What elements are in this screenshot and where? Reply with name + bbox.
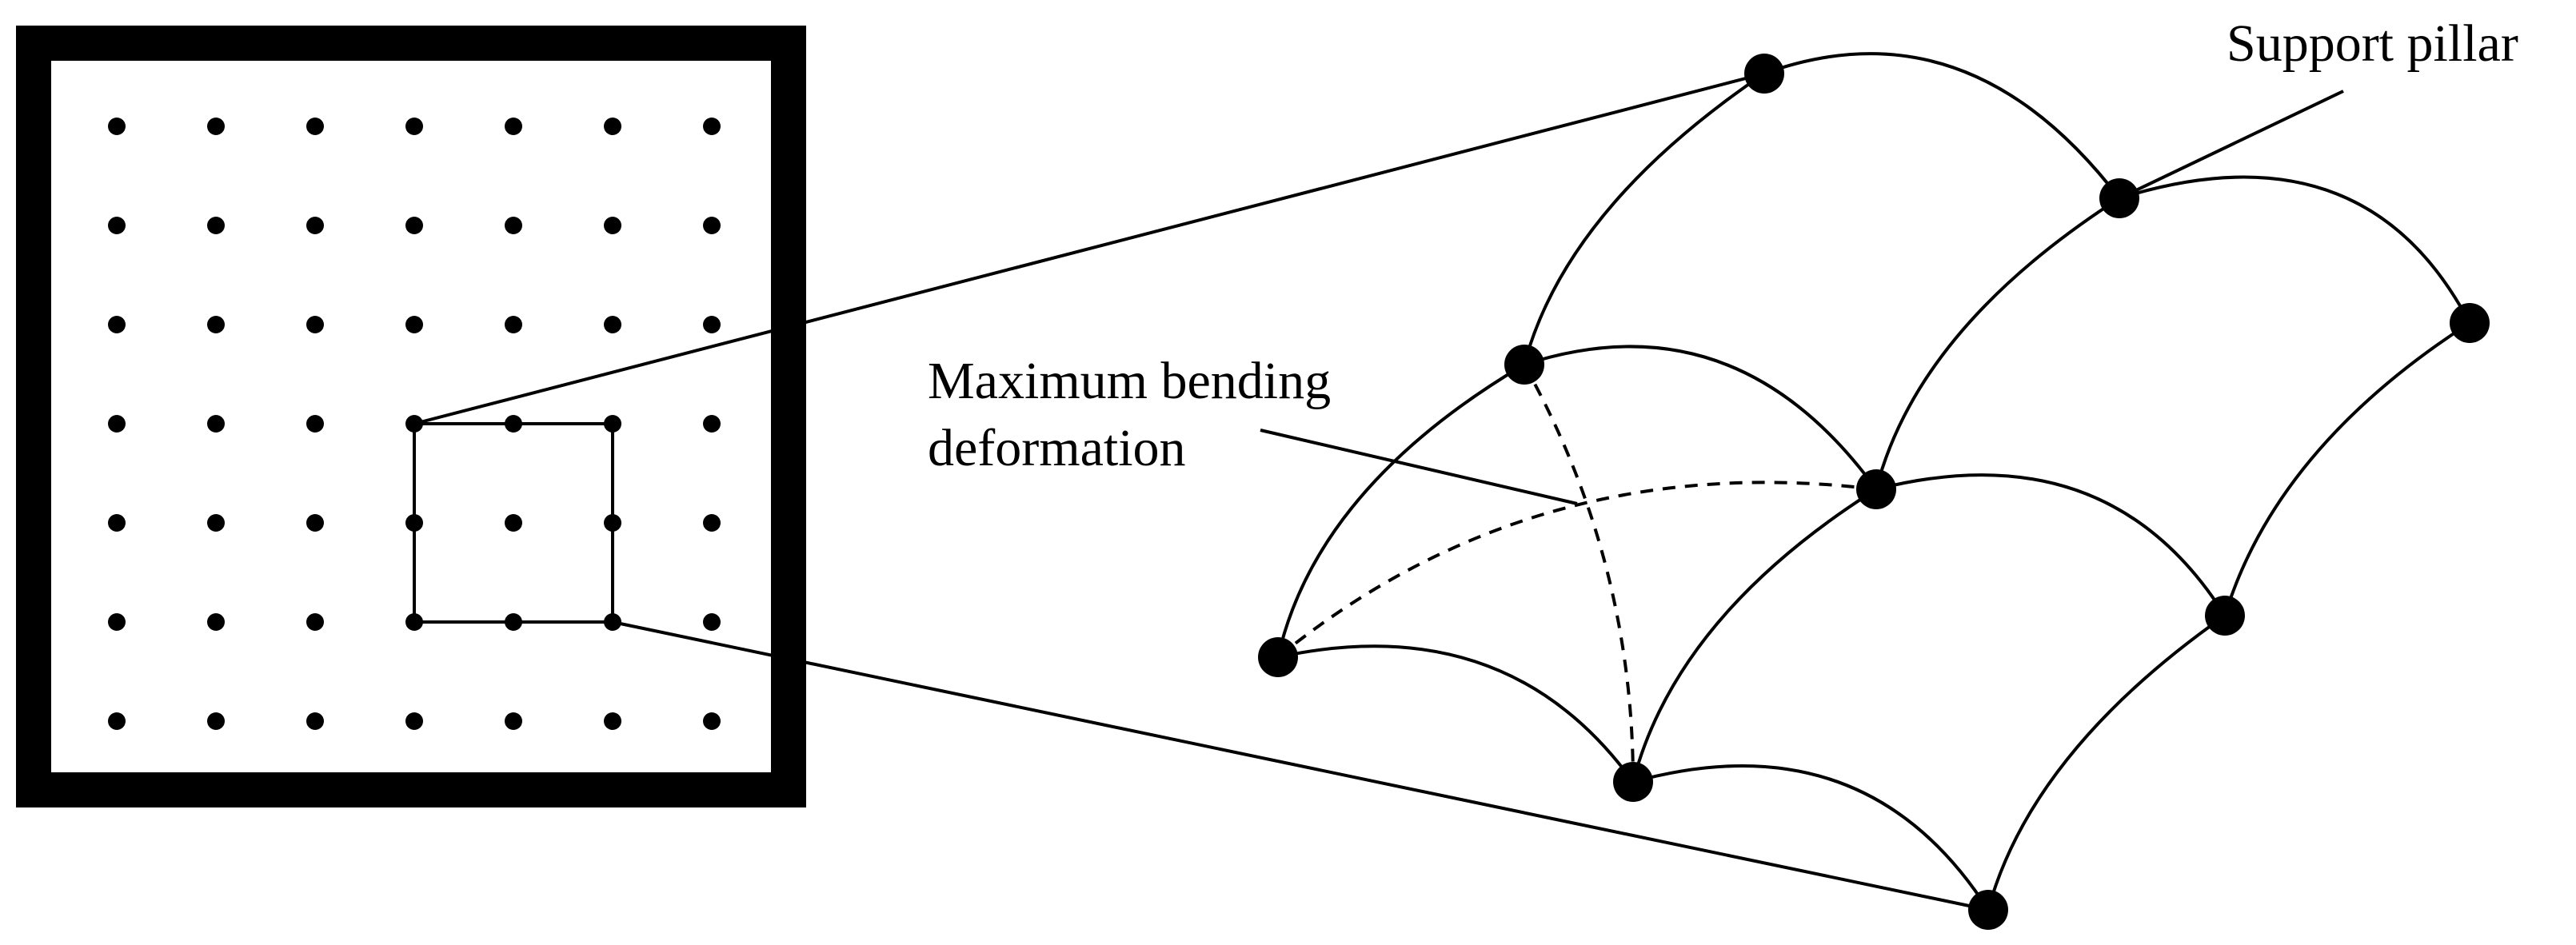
support-pillars [1258, 54, 2490, 930]
pillar-dot [306, 712, 324, 730]
projection-lines [413, 72, 1989, 911]
max-bending-leader-line [1260, 429, 1578, 505]
arch [1875, 473, 2227, 617]
pillar-dot [108, 118, 126, 135]
support-pillar-node [1968, 890, 2008, 930]
support-pillar-node [1856, 469, 1896, 509]
pillar-dot [703, 316, 721, 333]
arch [1875, 197, 2121, 490]
arch [1523, 72, 1766, 365]
pillar-dot [207, 712, 225, 730]
projection-line-bottom [612, 620, 1989, 911]
pillar-dot [405, 316, 423, 333]
plan-view-panel [16, 26, 806, 807]
arch [1763, 52, 2121, 200]
pillar-dot [703, 118, 721, 135]
pillar-dot [703, 514, 721, 532]
arch [1987, 614, 2227, 911]
support-pillar-node [1744, 54, 1784, 94]
pillar-grid [108, 118, 721, 730]
pillar-dot [505, 514, 522, 532]
support-pillar-node [1258, 637, 1298, 677]
pillar-dot [505, 217, 522, 234]
deformed-roof-view [1260, 52, 2471, 911]
max-bending-label-line2: deformation [928, 419, 1186, 477]
support-pillar-node [2205, 596, 2245, 636]
pillar-dot [604, 712, 621, 730]
pillar-dot [604, 316, 621, 333]
pillar-dot [405, 217, 423, 234]
support-pillar-node [1504, 345, 1544, 385]
support-pillar-leader-line [2119, 90, 2344, 200]
pillar-dot [703, 217, 721, 234]
pillar-dot [207, 217, 225, 234]
max-deformation-curve [1276, 480, 1877, 659]
pillar-dot [405, 118, 423, 135]
pillar-dot [505, 712, 522, 730]
support-pillar-node [1613, 762, 1653, 802]
pillar-dot [604, 118, 621, 135]
pillar-dot [207, 415, 225, 433]
arch [1632, 764, 1990, 911]
pillar-dot [306, 613, 324, 631]
pillar-dot [108, 514, 126, 532]
pillar-dot [306, 217, 324, 234]
arch [1277, 644, 1635, 784]
pillar-dot [405, 712, 423, 730]
pillar-dot [306, 118, 324, 135]
pillar-dot [306, 514, 324, 532]
pillar-dot [108, 613, 126, 631]
arch [1631, 488, 1878, 783]
support-pillar-node [2099, 178, 2139, 218]
arch [2223, 321, 2471, 616]
plan-view-frame [16, 26, 806, 807]
pillar-dot [108, 415, 126, 433]
pillar-dot [604, 217, 621, 234]
arch [1276, 363, 1526, 658]
projection-line-top [413, 72, 1765, 425]
pillar-dot [108, 712, 126, 730]
arch [1524, 345, 1878, 491]
pillar-dot [505, 118, 522, 135]
arch [2119, 175, 2471, 324]
support-pillar-label: Support pillar [2227, 14, 2518, 73]
pillar-dot [108, 217, 126, 234]
pillar-dot [108, 316, 126, 333]
max-bending-label-line1: Maximum bending [928, 352, 1331, 410]
pillar-dot [207, 118, 225, 135]
selected-cell-highlight [413, 422, 614, 624]
pillar-dot [207, 613, 225, 631]
pillar-dot [207, 514, 225, 532]
pillar-dot [207, 316, 225, 333]
pillar-dot [306, 316, 324, 333]
pillar-dot [703, 415, 721, 433]
pillar-dot [306, 415, 324, 433]
pillar-dot [703, 613, 721, 631]
pillar-dot [703, 712, 721, 730]
pillar-dot [505, 316, 522, 333]
support-pillar-node [2450, 303, 2490, 343]
